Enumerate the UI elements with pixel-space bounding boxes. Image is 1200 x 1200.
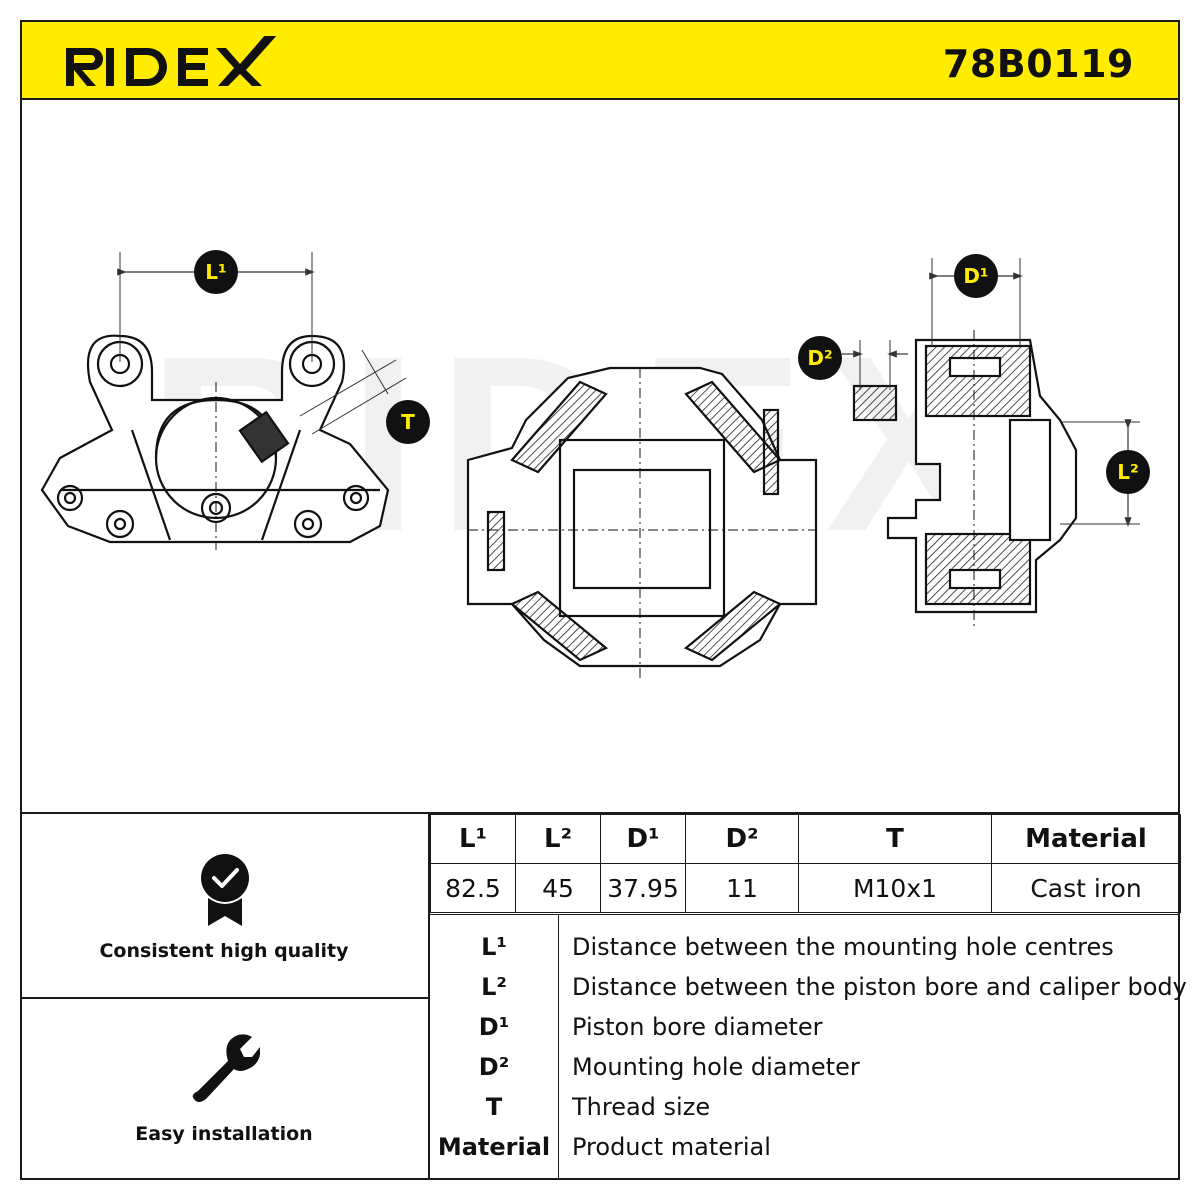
legend-key: T xyxy=(485,1093,503,1121)
legend-row: D¹ Piston bore diameter xyxy=(430,1007,1180,1047)
dimension-l1: L¹ xyxy=(117,250,315,362)
label-d2: D² xyxy=(807,346,832,370)
caliper-section-view xyxy=(852,330,1078,630)
caliper-drawing: RIDEX xyxy=(40,250,1150,680)
label-l2: L² xyxy=(1117,460,1139,484)
label-d1: D¹ xyxy=(963,264,988,288)
spec-value-d2: 11 xyxy=(685,863,799,913)
spec-value-material: Cast iron xyxy=(991,863,1181,913)
spec-value-d1: 37.95 xyxy=(600,863,686,913)
feature-quality: Consistent high quality xyxy=(20,814,428,999)
spec-header-l1: L¹ xyxy=(430,814,516,864)
legend-row: T Thread size xyxy=(430,1087,1180,1127)
dimension-l2: L² xyxy=(1060,419,1150,527)
feature-quality-label: Consistent high quality xyxy=(99,940,349,962)
label-l1: L¹ xyxy=(205,260,227,284)
legend-row: L² Distance between the piston bore and … xyxy=(430,967,1187,1007)
legend-text: Product material xyxy=(572,1133,771,1161)
legend-text: Mounting hole diameter xyxy=(572,1053,860,1081)
ridex-logo xyxy=(66,36,277,86)
spec-value-t: M10x1 xyxy=(798,863,992,913)
feature-installation: Easy installation xyxy=(20,997,428,1180)
part-number: 78B0119 xyxy=(942,42,1134,86)
legend-text: Distance between the piston bore and cal… xyxy=(572,973,1187,1001)
spec-value-l2: 45 xyxy=(515,863,601,913)
spec-header-d2: D² xyxy=(685,814,799,864)
caliper-top-view xyxy=(466,366,818,680)
spec-header-d1: D¹ xyxy=(600,814,686,864)
legend-row: D² Mounting hole diameter xyxy=(430,1047,1180,1087)
legend-key: L² xyxy=(481,973,507,1001)
dimension-d1: D¹ xyxy=(929,254,1023,346)
legend-text: Thread size xyxy=(572,1093,711,1121)
legend-key: D¹ xyxy=(478,1013,510,1041)
legend-row: L¹ Distance between the mounting hole ce… xyxy=(430,927,1180,967)
legend-divider xyxy=(558,915,559,1179)
spec-value-l1: 82.5 xyxy=(430,863,516,913)
label-t: T xyxy=(401,410,415,434)
legend-key: D² xyxy=(478,1053,510,1081)
spec-header-l2: L² xyxy=(515,814,601,864)
header-bar: 78B0119 xyxy=(20,20,1180,100)
caliper-front-view xyxy=(40,334,390,550)
legend-row: Material Product material xyxy=(430,1127,1180,1167)
spec-header-t: T xyxy=(798,814,992,864)
section-divider xyxy=(20,812,1180,814)
dimension-d2: D² xyxy=(798,336,908,390)
spec-header-row: L¹ L² D¹ D² T Material xyxy=(430,814,1181,864)
dimension-t: T xyxy=(299,349,430,444)
legend-key: Material xyxy=(437,1133,551,1161)
spec-value-row: 82.5 45 37.95 11 M10x1 Cast iron xyxy=(430,863,1181,913)
features-panel: Consistent high quality Easy installatio… xyxy=(20,814,430,1180)
dimension-legend: L¹ Distance between the mounting hole ce… xyxy=(430,914,1187,1179)
wrench-icon xyxy=(192,1034,260,1102)
legend-text: Piston bore diameter xyxy=(572,1013,823,1041)
spec-table: L¹ L² D¹ D² T Material 82.5 45 37.95 11 … xyxy=(430,814,1181,913)
feature-installation-label: Easy installation xyxy=(135,1123,313,1145)
technical-drawing: RIDEX xyxy=(20,100,1180,814)
spec-header-material: Material xyxy=(991,814,1181,864)
legend-text: Distance between the mounting hole centr… xyxy=(572,933,1114,961)
legend-key: L¹ xyxy=(481,933,507,961)
quality-badge-icon xyxy=(201,854,249,926)
